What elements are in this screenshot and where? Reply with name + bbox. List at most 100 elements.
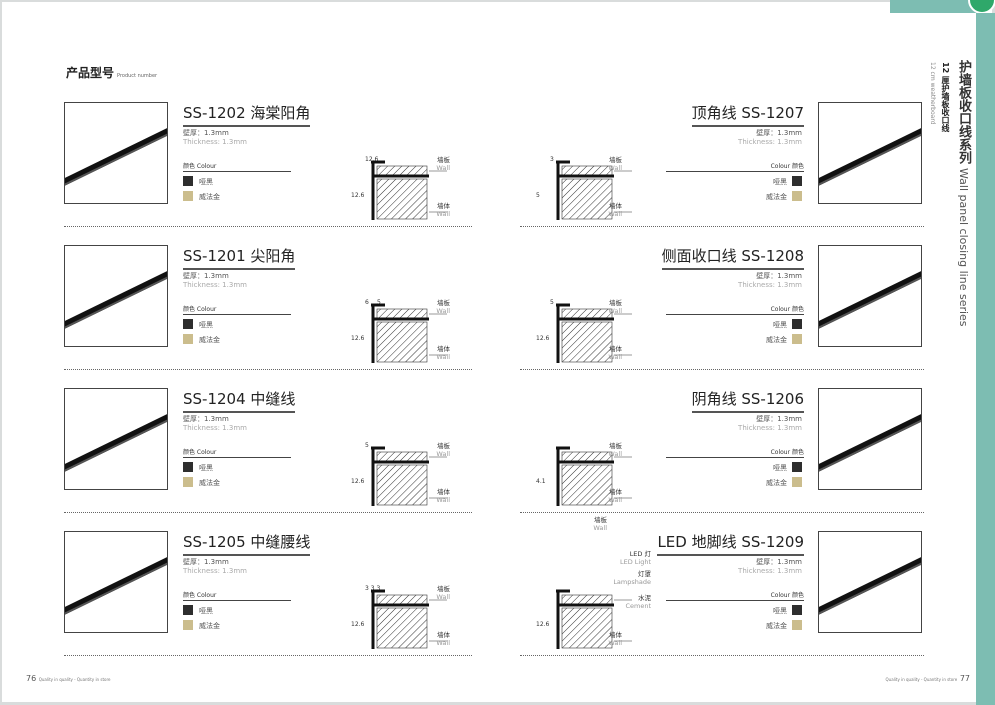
series-title-cn: 护墙板收口线系列 xyxy=(956,60,971,164)
dimension-label: 12.6 xyxy=(351,192,365,199)
wall-panel-cn: 墙板 xyxy=(437,585,450,593)
product-image[interactable] xyxy=(64,102,168,204)
product-title: LED 地脚线 SS-1209 xyxy=(657,531,804,556)
dotted-separator xyxy=(64,369,472,370)
wall-cn: 墙体 xyxy=(609,202,622,210)
footer-right: Quality in quality - Quantity in store 7… xyxy=(886,674,970,683)
wall-panel-en: Wall xyxy=(593,524,607,532)
profile-shape xyxy=(371,303,429,363)
dimension-label: 5 xyxy=(365,442,369,449)
dotted-separator xyxy=(64,512,472,513)
swatch-matte-black[interactable] xyxy=(183,176,193,186)
colour-label-black: 哑黑 xyxy=(773,321,787,329)
wall-panel-en: Wall xyxy=(608,307,622,315)
dimension-label: 12.6 xyxy=(351,335,365,342)
swatch-matte-black[interactable] xyxy=(792,319,802,329)
swatch-matte-black[interactable] xyxy=(792,605,802,615)
profile-shape xyxy=(371,446,429,506)
wall-hatch xyxy=(376,178,428,220)
colour-label-gold: 威法金 xyxy=(199,622,220,630)
cement-cn: 水泥 xyxy=(638,594,651,602)
product-image[interactable] xyxy=(818,245,922,347)
colour-label-gold: 威法金 xyxy=(199,193,220,201)
light-cn: LED 灯 xyxy=(629,550,651,558)
swatch-matte-black[interactable] xyxy=(792,462,802,472)
profile-section-diagram xyxy=(556,589,632,649)
dotted-separator xyxy=(64,655,472,656)
profile-section-diagram xyxy=(371,446,447,506)
swatch-matte-black[interactable] xyxy=(183,605,193,615)
thickness-en: Thickness: 1.3mm xyxy=(183,138,247,146)
wall-panel-cn: 墙板 xyxy=(609,156,622,164)
swatch-gold[interactable] xyxy=(792,620,802,630)
dotted-separator xyxy=(64,226,472,227)
product-title: SS-1201 尖阳角 xyxy=(183,245,296,270)
dotted-separator xyxy=(520,226,924,227)
colour-label-black: 哑黑 xyxy=(773,607,787,615)
wall-hatch xyxy=(561,321,613,363)
dimension-label: 12.6 xyxy=(351,621,365,628)
shade-en: Lampshade xyxy=(613,578,651,586)
page-number-left: 76 xyxy=(26,674,37,683)
product-image[interactable] xyxy=(64,388,168,490)
wall-hatch xyxy=(376,464,428,506)
thickness-en: Thickness: 1.3mm xyxy=(738,281,802,289)
dotted-separator xyxy=(520,369,924,370)
swatch-matte-black[interactable] xyxy=(183,462,193,472)
wall-en: Wall xyxy=(436,496,450,504)
shade-cn: 灯罩 xyxy=(638,570,651,578)
swatch-matte-black[interactable] xyxy=(183,319,193,329)
swatch-matte-black[interactable] xyxy=(792,176,802,186)
thickness-en: Thickness: 1.3mm xyxy=(183,281,247,289)
swatch-gold[interactable] xyxy=(183,334,193,344)
wall-hatch xyxy=(561,178,613,220)
product-title: 顶角线 SS-1207 xyxy=(691,102,804,127)
thickness-en: Thickness: 1.3mm xyxy=(738,138,802,146)
profile-section-diagram xyxy=(556,303,632,363)
dimension-label: 6 xyxy=(365,299,369,306)
colour-heading: 颜色 Colour xyxy=(183,304,291,315)
swatch-gold[interactable] xyxy=(183,620,193,630)
swatch-gold[interactable] xyxy=(792,191,802,201)
dimension-label: 12.6 xyxy=(351,478,365,485)
wall-en: Wall xyxy=(608,353,622,361)
colour-heading: Colour 颜色 xyxy=(666,304,804,315)
profile-shape xyxy=(371,589,429,649)
swatch-gold[interactable] xyxy=(792,477,802,487)
profile-bar-image xyxy=(65,547,167,616)
wall-cn: 墙体 xyxy=(437,631,450,639)
wall-panel-cn: 墙板 xyxy=(437,299,450,307)
swatch-gold[interactable] xyxy=(183,477,193,487)
wall-cn: 墙体 xyxy=(437,202,450,210)
colour-label-black: 哑黑 xyxy=(199,178,213,186)
profile-section-diagram xyxy=(556,446,632,506)
profile-bar-image xyxy=(819,547,921,616)
wall-hatch xyxy=(376,321,428,363)
dimension-label: 4.1 xyxy=(536,478,546,485)
product-title: SS-1202 海棠阳角 xyxy=(183,102,311,127)
swatch-gold[interactable] xyxy=(183,191,193,201)
wall-en: Wall xyxy=(608,210,622,218)
product-image[interactable] xyxy=(64,531,168,633)
heading-cn: 产品型号 xyxy=(66,66,115,80)
product-image[interactable] xyxy=(818,102,922,204)
product-image[interactable] xyxy=(818,531,922,633)
profile-section-diagram xyxy=(371,303,447,363)
wall-panel-en: Wall xyxy=(608,450,622,458)
thickness-cn: 壁厚：1.3mm xyxy=(183,415,229,423)
swatch-gold[interactable] xyxy=(792,334,802,344)
footer-slogan-right: Quality in quality - Quantity in store xyxy=(885,677,958,682)
colour-heading: Colour 颜色 xyxy=(666,161,804,172)
product-image[interactable] xyxy=(64,245,168,347)
product-image[interactable] xyxy=(818,388,922,490)
